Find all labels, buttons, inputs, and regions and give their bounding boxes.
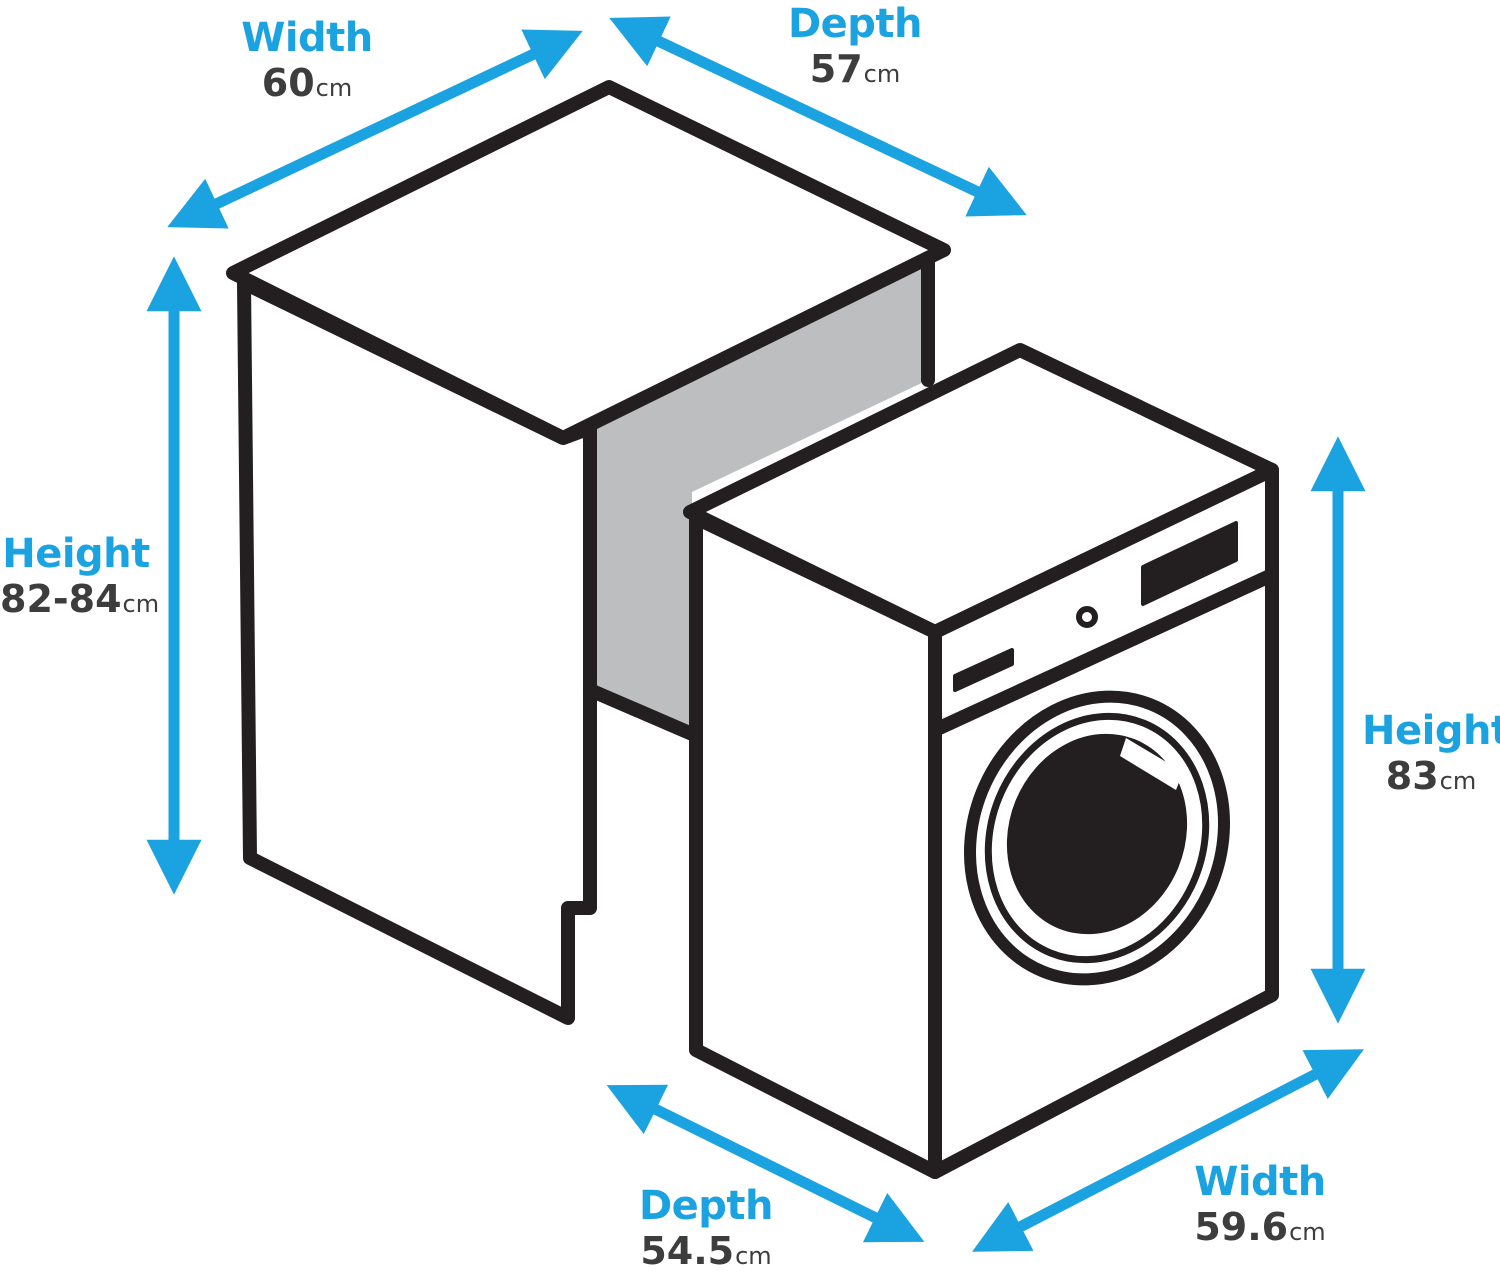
machine-height-label: Height 83cm: [1362, 711, 1500, 795]
dimension-arrows: [146, 16, 1366, 1252]
machine-depth-label: Depth 54.5cm: [626, 1186, 786, 1270]
machine-side: [689, 511, 942, 1179]
machine-width-unit: cm: [1289, 1218, 1326, 1246]
cabinet-depth-measure: 57cm: [780, 50, 930, 88]
machine-depth-title: Depth: [638, 1183, 774, 1229]
cabinet-depth-title: Depth: [787, 1, 923, 47]
cabinet-recess-back: [590, 262, 928, 734]
door-glass: [1006, 733, 1188, 935]
cabinet-height-measure: 82-84cm: [0, 577, 159, 621]
cabinet-height-title: Height: [2, 531, 150, 577]
washing-machine: [683, 343, 1279, 1179]
cabinet-side-panel: [237, 276, 597, 1025]
detergent-drawer: [953, 648, 1014, 692]
cabinet-width-unit: cm: [315, 74, 353, 102]
machine-height-title: Height: [1362, 708, 1500, 754]
machine-width-arrow: [972, 1049, 1364, 1252]
cabinet-depth-arrow: [609, 16, 1027, 217]
machine-depth-arrow: [606, 1084, 925, 1243]
control-panel-divider: [928, 568, 1279, 737]
machine-depth-value: 54.5: [640, 1229, 735, 1273]
cabinet-width-measure: 60cm: [232, 64, 382, 102]
machine-depth-measure: 54.5cm: [626, 1232, 786, 1270]
machine-height-value: 83: [1385, 754, 1439, 798]
display-panel: [1141, 521, 1238, 606]
machine-width-value: 59.6: [1194, 1205, 1289, 1249]
door-handle-notch: [1120, 738, 1183, 790]
cabinet-width-value: 60: [261, 61, 315, 105]
cabinet-width-arrow: [167, 29, 583, 229]
cabinet-height-unit: cm: [122, 590, 160, 618]
machine-depth-unit: cm: [735, 1242, 772, 1270]
cabinet-depth-unit: cm: [863, 60, 901, 88]
cabinet-height-label: Height 82-84cm: [0, 531, 159, 621]
machine-height-measure: 83cm: [1362, 757, 1500, 795]
cabinet-depth-label: Depth 57cm: [780, 4, 930, 88]
cabinet-width-label: Width 60cm: [232, 18, 382, 102]
machine-width-label: Width 59.6cm: [1180, 1162, 1340, 1246]
program-dial: [1076, 606, 1098, 628]
cabinet-width-title: Width: [241, 15, 373, 61]
cabinet-depth-value: 57: [809, 47, 863, 91]
machine-width-title: Width: [1194, 1159, 1326, 1205]
machine-width-measure: 59.6cm: [1180, 1208, 1340, 1246]
cabinet-height-value: 82-84: [0, 577, 122, 621]
cabinet-recess-floor: [583, 683, 699, 741]
machine-height-unit: cm: [1439, 767, 1477, 795]
